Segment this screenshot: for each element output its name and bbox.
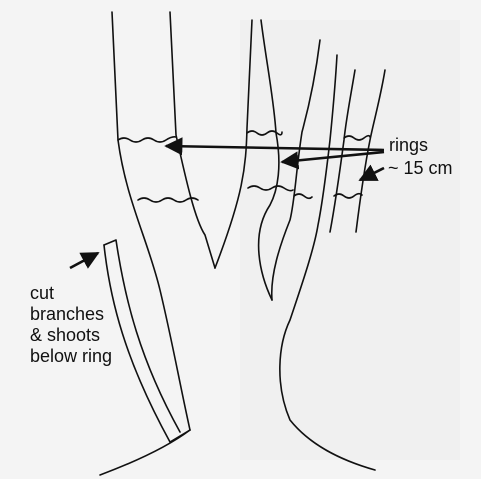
rings-label: rings xyxy=(389,135,428,156)
ring-size-label: ~ 15 cm xyxy=(388,158,453,179)
cut-instruction-line-2: branches xyxy=(30,304,112,325)
cut-instruction-label: cut branches & shoots below ring xyxy=(30,283,112,367)
cut-instruction-line-3: & shoots xyxy=(30,325,112,346)
paper-shadow xyxy=(240,20,460,460)
cut-instruction-line-1: cut xyxy=(30,283,112,304)
cut-instruction-line-4: below ring xyxy=(30,346,112,367)
